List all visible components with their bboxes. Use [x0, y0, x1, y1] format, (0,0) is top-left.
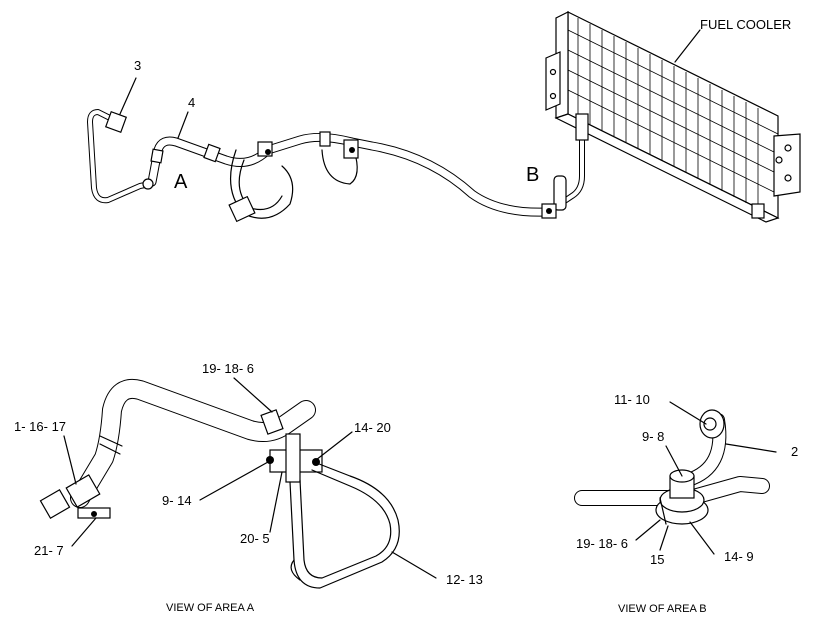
callout-14-20: 14- 20 — [354, 420, 391, 435]
callout-12-13: 12- 13 — [446, 572, 483, 587]
callout-19-18-6-b-leader — [635, 519, 661, 541]
callout-12-13-leader — [391, 551, 437, 579]
callout-9-14-leader — [199, 461, 269, 501]
callout-15-leader — [659, 525, 669, 551]
callout-14-9: 14- 9 — [724, 549, 754, 564]
callout-19-18-6-b: 19- 18- 6 — [576, 536, 628, 551]
callout-21-7: 21- 7 — [34, 543, 64, 558]
callout-4: 4 — [188, 95, 195, 110]
callout-11-10-leader — [669, 401, 707, 425]
view-area-b — [574, 409, 770, 525]
callout-14-20-leader — [315, 431, 353, 461]
area-b-label: B — [526, 164, 539, 186]
view-area-b-caption: VIEW OF AREA B — [618, 603, 707, 615]
callout-1-16-17-leader — [63, 435, 77, 485]
fuel-cooler-leader — [674, 29, 701, 63]
fuel-cooler-label: FUEL COOLER — [700, 17, 791, 32]
area-a-label: A — [174, 171, 188, 193]
callout-1-16-17: 1- 16- 17 — [14, 419, 66, 434]
callout-4-leader — [177, 111, 189, 139]
callout-19-18-6-a-leader — [233, 377, 273, 413]
callout-9-14: 9- 14 — [162, 493, 192, 508]
callout-14-9-leader — [689, 521, 715, 555]
callout-3-leader — [119, 77, 137, 115]
callout-11-10: 11- 10 — [614, 392, 650, 407]
callout-9-8-leader — [665, 445, 683, 477]
callout-21-7-leader — [71, 517, 97, 547]
fuel-cooler — [545, 11, 801, 223]
callout-15: 15 — [650, 552, 664, 567]
callout-19-18-6-a: 19- 18- 6 — [202, 361, 254, 376]
fuel-line-assembly — [87, 109, 589, 223]
callout-2-leader — [725, 443, 777, 453]
cooler-fins — [567, 18, 779, 209]
view-area-a-caption: VIEW OF AREA A — [166, 602, 255, 614]
callout-3: 3 — [134, 58, 141, 73]
callout-9-8: 9- 8 — [642, 429, 664, 444]
callout-2: 2 — [791, 444, 798, 459]
view-area-a — [39, 379, 400, 589]
callout-20-5: 20- 5 — [240, 531, 270, 546]
callout-20-5-leader — [269, 471, 283, 533]
